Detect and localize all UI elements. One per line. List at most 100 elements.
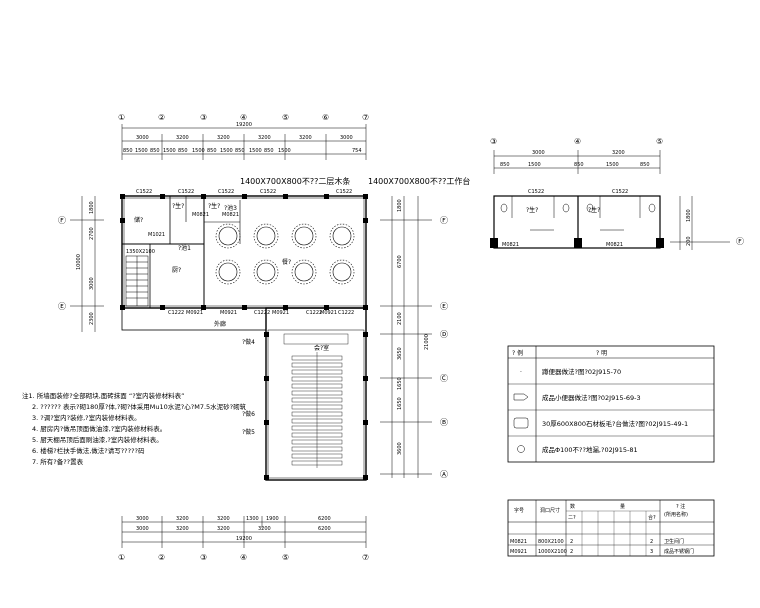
svg-text:6200: 6200: [318, 516, 331, 522]
left-dim-2: 2700: [89, 227, 95, 240]
schedule-subheader: (所用名称): [664, 511, 688, 518]
window-label: C1522: [178, 189, 194, 195]
axis-E-left: Ⓔ: [58, 302, 66, 311]
top-total-dim: 19200: [236, 122, 252, 128]
window-label: C1222: [168, 310, 184, 316]
room-store: 储?: [134, 216, 143, 224]
door-label: M0821: [222, 212, 239, 218]
window-label: C1522: [336, 189, 352, 195]
right-dim-4: 3650: [397, 347, 403, 360]
axis-7-top: ⑦: [362, 113, 369, 122]
axis-7-bottom: ⑦: [362, 553, 369, 562]
svg-text:Ⓕ: Ⓕ: [736, 237, 744, 246]
svg-text:1500: 1500: [249, 148, 262, 154]
svg-text:⑤: ⑤: [656, 137, 663, 146]
left-dim-3: 3000: [89, 277, 95, 290]
hall-seating: [283, 333, 349, 468]
door-label: M0921: [320, 310, 337, 316]
schedule-subheader: 二?: [568, 515, 576, 521]
floor-drain-icon: [517, 445, 525, 453]
axis-A-right: Ⓐ: [440, 470, 448, 479]
door-label: M1021: [148, 232, 165, 238]
svg-text:1500: 1500: [220, 148, 233, 154]
schedule-header: 字号: [514, 507, 524, 514]
svg-text:3200: 3200: [217, 516, 230, 522]
main-table-title: 1400X700X800不??二层木条: [240, 176, 350, 186]
right-dim-3: 2100: [397, 312, 403, 325]
svg-text:850: 850: [178, 148, 188, 154]
svg-text:850: 850: [640, 162, 650, 168]
toilet-fixtures: [500, 203, 656, 213]
left-total-dim: 10000: [76, 254, 82, 270]
axis-1-bottom: ①: [118, 553, 125, 562]
schedule-header: 数: [570, 503, 575, 510]
svg-text:1500: 1500: [135, 148, 148, 154]
schedule-cell: 1000X2100: [538, 549, 567, 555]
svg-text:④: ④: [574, 137, 581, 146]
room-kitchen: 厨?: [172, 267, 181, 274]
right-dim-1: 1800: [397, 199, 403, 212]
bottom-total-dim: 19200: [236, 536, 252, 542]
bottom-dimension-lines: [121, 516, 367, 548]
note-line: 4. 厨房内?做吊顶面做油漆,?室内装修材料表。: [32, 424, 166, 433]
left-dim-1: 1800: [89, 201, 95, 214]
toilet-detail-axes: ③ ④ ⑤ Ⓕ: [490, 137, 744, 246]
svg-text:3200: 3200: [176, 516, 189, 522]
top-dimension-lines: [121, 124, 367, 160]
axis-3-bottom: ③: [200, 553, 207, 562]
right-dimension-lines: [380, 196, 432, 478]
left-dimension-lines: [70, 196, 104, 332]
top-bay-dim-5: 3200: [299, 135, 312, 141]
urinal-icon: [513, 393, 529, 401]
wash-3-label: ?池3: [224, 204, 237, 212]
svg-text:3000: 3000: [136, 526, 149, 532]
room-shower: ?生?: [208, 202, 220, 210]
legend-table: ? 例 ? 明 · 蹲便器做法?图?02J915-70 成品小便器做法?图?02…: [507, 345, 715, 463]
svg-text:3200: 3200: [612, 150, 625, 156]
svg-text:1500: 1500: [192, 148, 205, 154]
note-line: 2. ?????? 表示?砌180厚?体,?砌?体采用Mu10水泥?心?M7.5…: [32, 402, 247, 411]
toilet-detail-dim-lines: [493, 150, 730, 250]
schedule-header: 量: [620, 503, 625, 510]
right-dim-7: 3600: [397, 442, 403, 455]
svg-text:?生?: ?生?: [526, 206, 538, 214]
axis-F-left: Ⓕ: [58, 216, 66, 225]
svg-text:850: 850: [235, 148, 245, 154]
top-bay-dim-3: 3200: [217, 135, 230, 141]
right-total-dim: 21000: [424, 334, 430, 350]
schedule-subheader: 合?: [648, 514, 656, 521]
schedule-cell: 2: [570, 549, 573, 555]
schedule-cell: M0821: [510, 539, 527, 545]
top-bay-dim-6: 3000: [340, 135, 353, 141]
room-labels: 储? ?生? ?生? 厨? 餐? 外廊 会?室 ?池1 ?池3 ?做4 ?做6 …: [134, 202, 329, 436]
schedule-header: 洞口尺寸: [540, 507, 560, 514]
window-label: C1522: [218, 189, 234, 195]
svg-text:1500: 1500: [528, 162, 541, 168]
stairwell: [125, 255, 149, 307]
window-label: C1222: [254, 310, 270, 316]
legend-row: 蹲便器做法?图?02J915-70: [542, 367, 621, 376]
svg-text:3200: 3200: [258, 526, 271, 532]
axis-D-right: Ⓓ: [440, 330, 448, 339]
legend-header-desc: ? 明: [596, 350, 607, 357]
axis-4-top: ④: [240, 113, 247, 122]
dining-tables: [215, 223, 355, 285]
schedule-cell: 3: [650, 549, 653, 555]
door-label: M0821: [192, 212, 209, 218]
svg-text:1800: 1800: [686, 209, 692, 222]
note-line: 5. 厨天棚吊顶后面刷油漆,?室内装修材料表。: [32, 435, 163, 444]
room-canteen: 餐?: [282, 258, 291, 266]
bottom-dims: 3000 3200 3200 1300 1900 6200 3000 3200 …: [136, 516, 331, 542]
axis-2-top: ②: [158, 113, 165, 122]
legend-row: 成品小便器做法?图?02J915-69-3: [542, 393, 641, 402]
door-label: M0921: [220, 310, 237, 316]
door-label: M0921: [186, 310, 203, 316]
stair-size-label: 1350X2100: [126, 249, 155, 255]
axis-2-bottom: ②: [158, 553, 165, 562]
door-label: M0921: [272, 310, 289, 316]
left-dim-4: 2300: [89, 312, 95, 325]
svg-text:850: 850: [207, 148, 217, 154]
toilet-detail-windows: C1522 C1522 M0821 M0821: [502, 189, 628, 248]
svg-text:③: ③: [490, 137, 497, 146]
